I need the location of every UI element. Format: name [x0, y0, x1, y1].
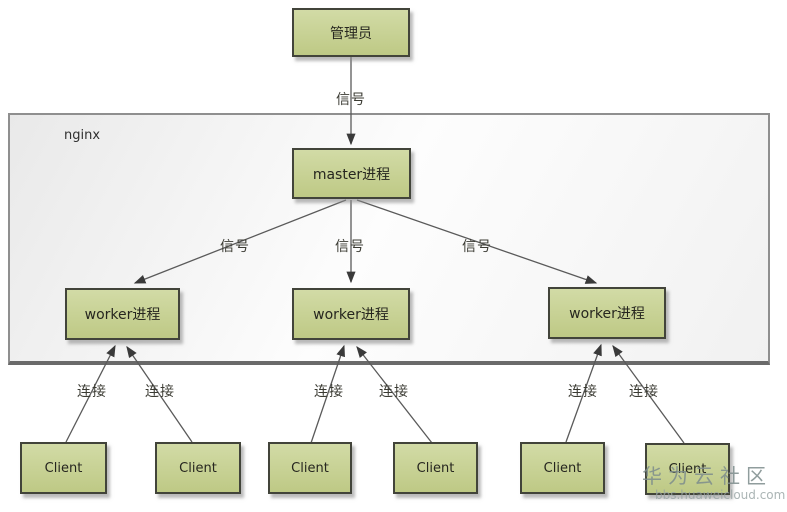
- node-worker-process-3: worker进程: [548, 287, 666, 339]
- node-admin: 管理员: [292, 8, 410, 57]
- watermark-community-name: 华为云社区: [642, 464, 772, 488]
- nginx-container-label: nginx: [64, 128, 101, 143]
- node-client-1: Client: [20, 442, 107, 494]
- node-client-5: Client: [520, 442, 605, 494]
- edge-label-connection-4: 连接: [379, 384, 409, 400]
- edge-label-connection-6: 连接: [629, 384, 659, 400]
- node-worker-process-2: worker进程: [292, 288, 410, 340]
- edge-label-connection-1: 连接: [77, 384, 107, 400]
- node-client-3: Client: [268, 442, 352, 494]
- edge-label-signal-middle: 信号: [335, 239, 365, 255]
- edge-label-connection-5: 连接: [568, 384, 598, 400]
- watermark-site-url: bbs.huaweicloud.com: [655, 488, 786, 502]
- node-client-4: Client: [393, 442, 478, 494]
- edge-label-connection-3: 连接: [314, 384, 344, 400]
- node-client-6: Client: [645, 443, 730, 495]
- edge-label-signal-left: 信号: [220, 239, 250, 255]
- node-master-process: master进程: [292, 148, 411, 199]
- edge-label-connection-2: 连接: [145, 384, 175, 400]
- edge-label-signal-admin: 信号: [336, 92, 366, 108]
- edge-label-signal-right: 信号: [462, 239, 492, 255]
- node-worker-process-1: worker进程: [65, 288, 180, 340]
- node-client-2: Client: [155, 442, 241, 494]
